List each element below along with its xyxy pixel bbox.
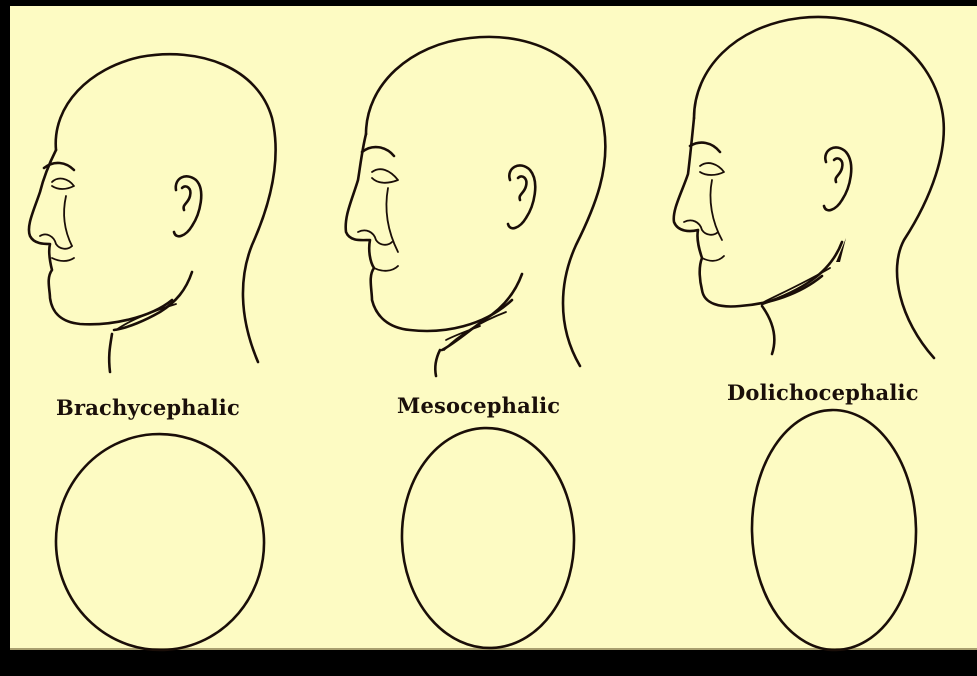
dolichocephalic-label: Dolichocephalic [727, 380, 919, 405]
dolichocephalic-top-view-outline [750, 409, 918, 652]
brachycephalic-skull-outline [56, 54, 276, 362]
brachycephalic-eye [52, 179, 74, 189]
brachycephalic-mouth [52, 258, 74, 261]
mesocephalic-profile [346, 37, 606, 376]
mesocephalic-label: Mesocephalic [397, 393, 560, 418]
mesocephalic-jaw-line [442, 274, 522, 350]
dolichocephalic-nostril [684, 220, 718, 234]
dolichocephalic-eye [700, 163, 724, 175]
dolichocephalic-profile [674, 17, 944, 358]
mesocephalic-nostril [358, 230, 392, 244]
mesocephalic-neck-front [435, 350, 440, 376]
brachycephalic-ear [174, 176, 201, 236]
mesocephalic-mouth [374, 266, 398, 271]
dolichocephalic-ear [824, 147, 851, 210]
dolichocephalic-face-profile [674, 118, 822, 306]
dolichocephalic-mouth [702, 256, 724, 261]
mesocephalic-eye [372, 169, 398, 183]
mesocephalic-eyebrow [362, 147, 394, 156]
dolichocephalic-cheek-line [710, 180, 722, 240]
brachycephalic-neck-front [109, 334, 112, 372]
dolichocephalic-jaw-line [762, 242, 842, 304]
brachycephalic-face-profile [29, 150, 172, 324]
mesocephalic-ear [508, 165, 535, 228]
brachycephalic-cheek-line [64, 196, 72, 246]
dolichocephalic-eyebrow [690, 143, 720, 152]
brachycephalic-top-view-outline [49, 427, 272, 657]
brachycephalic-label: Brachycephalic [56, 395, 240, 420]
dolichocephalic-neck-front [762, 306, 774, 354]
brachycephalic-profile [29, 54, 276, 372]
dolichocephalic-neck-muscle [764, 268, 830, 302]
mesocephalic-top-view-outline [398, 425, 578, 651]
